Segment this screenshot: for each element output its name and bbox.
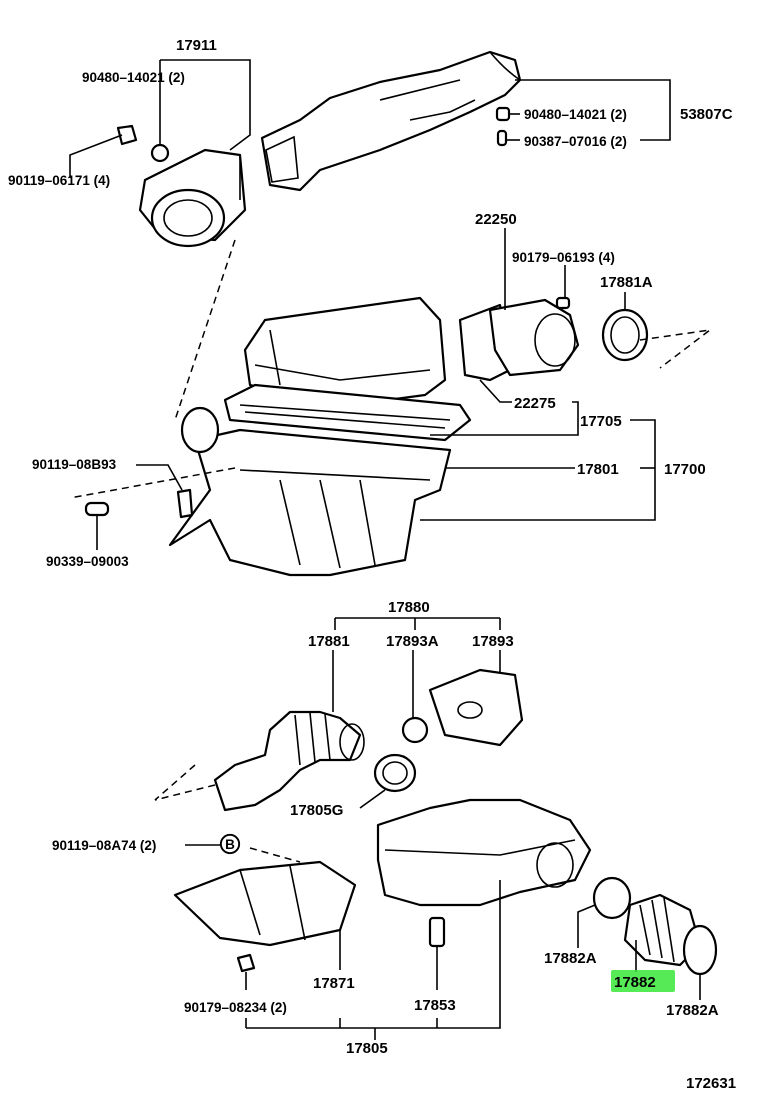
label-17853[interactable]: 17853 (414, 997, 456, 1014)
label-90179-06193[interactable]: 90179–06193 (4) (512, 250, 615, 265)
part-labels: 17911 90480–14021 (2) 90119–06171 (4) 90… (8, 37, 736, 1092)
clip-90387-07016[interactable] (496, 129, 508, 147)
label-17882A-right[interactable]: 17882A (666, 1002, 719, 1019)
label-17893[interactable]: 17893 (472, 633, 514, 650)
bolt-90119-06171[interactable] (116, 124, 138, 146)
marker-b: B (220, 834, 240, 854)
label-90179-08234[interactable]: 90179–08234 (2) (184, 1000, 287, 1015)
clamp-17882A-left[interactable] (592, 876, 632, 920)
intake-hose-17881[interactable] (213, 710, 365, 812)
duct-resonator-17911[interactable] (138, 148, 247, 248)
air-intake-duct[interactable] (260, 50, 522, 192)
silencer-box-17805[interactable] (376, 798, 592, 907)
valve-17853[interactable] (428, 916, 446, 948)
label-17805[interactable]: 17805 (346, 1040, 388, 1057)
air-cleaner-case[interactable] (168, 428, 452, 577)
label-17801[interactable]: 17801 (577, 461, 619, 478)
bracket-17871[interactable] (173, 860, 357, 947)
label-17805G[interactable]: 17805G (290, 802, 343, 819)
label-17700[interactable]: 17700 (664, 461, 706, 478)
highlight-17882 (611, 970, 675, 992)
nut-90480-14021-top[interactable] (150, 143, 170, 163)
clamp-17805G[interactable] (373, 753, 417, 793)
label-17893A[interactable]: 17893A (386, 633, 439, 650)
label-90119-06171[interactable]: 90119–06171 (4) (8, 173, 110, 188)
label-17705[interactable]: 17705 (580, 413, 622, 430)
label-90480-14021-top[interactable]: 90480–14021 (2) (82, 70, 185, 85)
nut-90480-14021-right[interactable] (495, 106, 511, 122)
diagram-id: 172631 (686, 1075, 736, 1092)
label-17882A-left[interactable]: 17882A (544, 950, 597, 967)
label-17880[interactable]: 17880 (388, 599, 430, 616)
dashed-connectors (69, 239, 713, 863)
svg-text:B: B (225, 837, 235, 852)
label-17871[interactable]: 17871 (313, 975, 355, 992)
resonator-17893[interactable] (428, 668, 524, 747)
label-17881[interactable]: 17881 (308, 633, 350, 650)
label-17911[interactable]: 17911 (176, 37, 217, 54)
label-90119-08A74[interactable]: 90119–08A74 (2) (52, 838, 156, 853)
clamp-17881A-top[interactable] (601, 308, 649, 362)
bolt-90119-08B93[interactable] (176, 488, 194, 519)
label-22250[interactable]: 22250 (475, 211, 517, 228)
screw-90179-06193[interactable] (555, 296, 571, 310)
clamp-17882A-right[interactable] (682, 924, 718, 976)
label-17882[interactable]: 17882 (614, 974, 656, 991)
throttle-adapter-22250[interactable] (488, 298, 580, 377)
label-90387-07016[interactable]: 90387–07016 (2) (524, 134, 627, 149)
label-90480-14021-right[interactable]: 90480–14021 (2) (524, 107, 627, 122)
label-17881A-top[interactable]: 17881A (600, 274, 653, 291)
air-filter-element-17801[interactable] (223, 383, 472, 442)
pin-90339-09003[interactable] (84, 501, 110, 517)
grommet-left[interactable] (180, 406, 220, 454)
label-22275[interactable]: 22275 (514, 395, 556, 412)
label-90119-08B93[interactable]: 90119–08B93 (32, 457, 117, 472)
nut-90179-08234[interactable] (236, 953, 256, 973)
label-53807C[interactable]: 53807C (680, 106, 733, 123)
label-90339-09003[interactable]: 90339–09003 (46, 554, 129, 569)
clamp-17893A[interactable] (401, 716, 429, 744)
leader-lines (69, 59, 701, 1040)
